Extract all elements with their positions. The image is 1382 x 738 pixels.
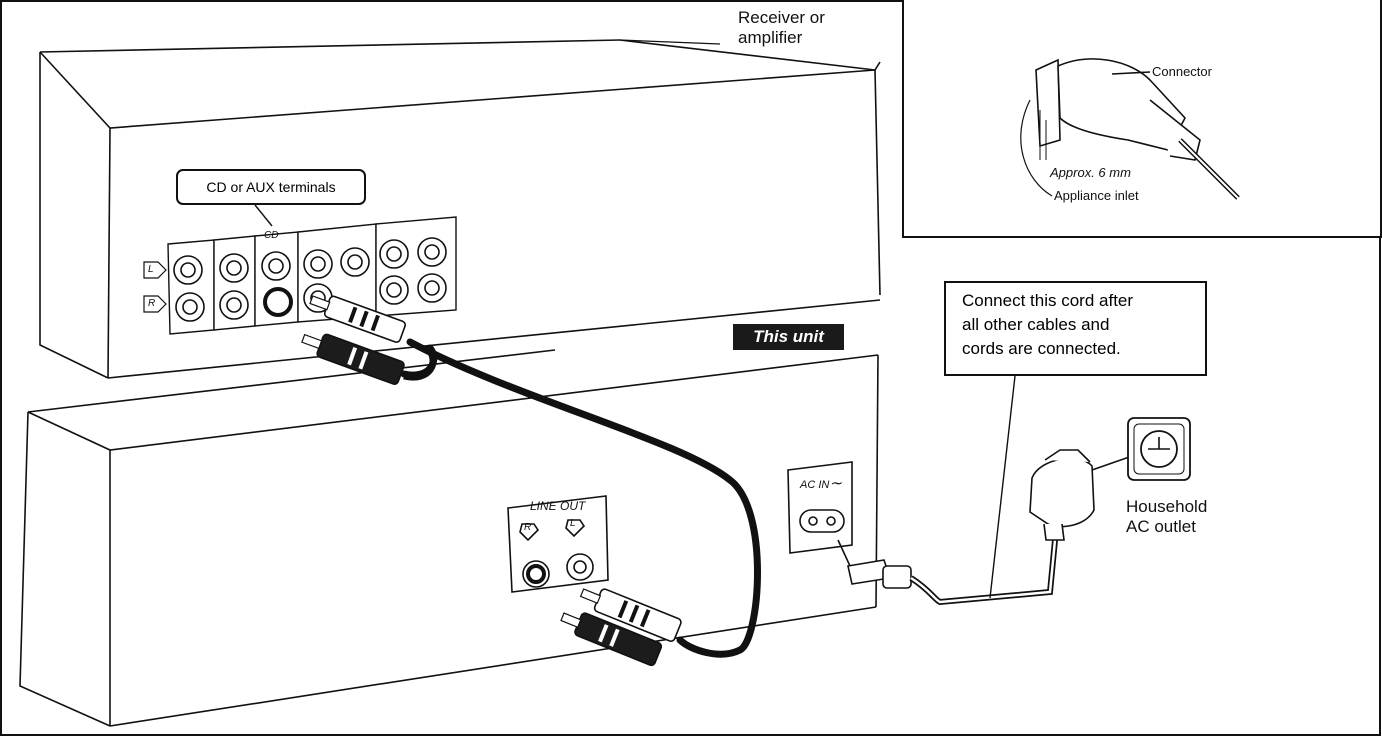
right-channel-label: R: [148, 298, 155, 310]
note-leader-line: [990, 376, 1015, 598]
power-cord-icon: [838, 540, 1055, 602]
ac-in-panel: [788, 462, 852, 553]
ac-symbol: ∼: [829, 475, 842, 492]
outlet-label: Household AC outlet: [1126, 497, 1207, 537]
line-out-l-label: L: [570, 518, 576, 530]
this-unit-box: [20, 350, 878, 726]
cd-callout-pointer: [255, 205, 272, 226]
line-out-r-label: R: [524, 522, 531, 534]
line-out-label: LINE OUT: [530, 500, 585, 512]
connector-label: Connector: [1152, 64, 1212, 80]
wall-outlet-icon: [1128, 418, 1190, 480]
cd-terminals-callout: CD or AUX terminals: [176, 169, 366, 205]
approx-label: Approx. 6 mm: [1050, 165, 1131, 181]
cd-jack-label: CD: [264, 230, 278, 242]
ac-in-label: AC IN∼: [800, 478, 842, 491]
appliance-inlet-label: Appliance inlet: [1054, 188, 1139, 204]
connector-inset: [903, 0, 1381, 237]
this-unit-badge: This unit: [733, 324, 844, 350]
ac-plug-icon: [1030, 450, 1135, 540]
left-channel-label: L: [148, 264, 154, 276]
receiver-label: Receiver or amplifier: [738, 8, 825, 48]
connection-note: Connect this cord after all other cables…: [944, 281, 1207, 376]
